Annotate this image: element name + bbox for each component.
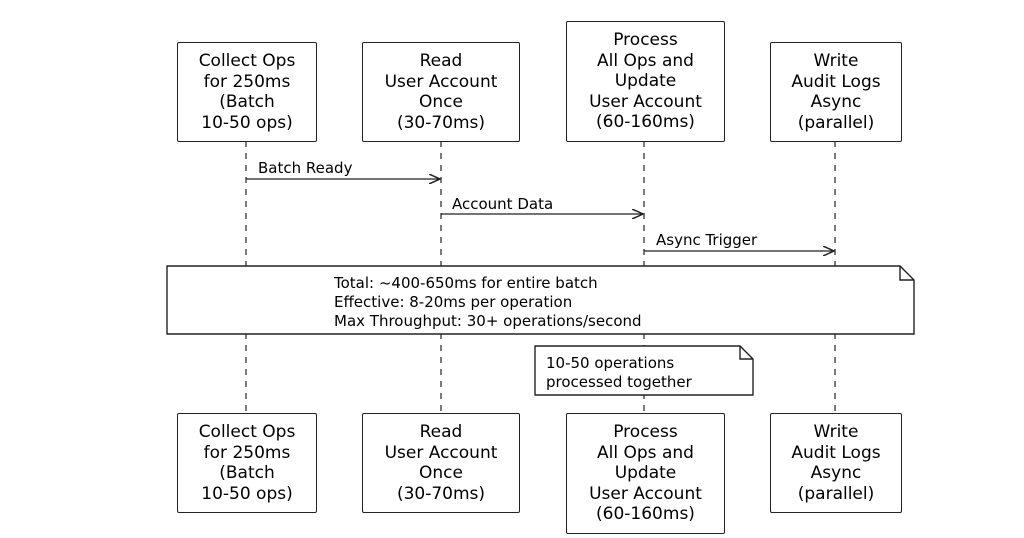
participant-process-bottom: Process All Ops and Update User Account …: [566, 413, 725, 534]
participant-process-top: Process All Ops and Update User Account …: [566, 21, 725, 142]
participant-line: User Account: [384, 442, 498, 463]
message-label-account-data: Account Data: [452, 195, 554, 213]
participant-line: Read: [419, 422, 463, 442]
participant-line: Process: [613, 30, 678, 51]
process-note-line: processed together: [546, 373, 692, 391]
participant-write-top: Write Audit Logs Async (parallel): [770, 42, 902, 142]
participant-line: (Batch: [219, 463, 275, 483]
participant-line: Audit Logs: [791, 71, 881, 92]
participant-line: for 250ms: [203, 442, 291, 463]
participant-line: 10-50 ops): [201, 112, 293, 133]
participant-line: All Ops and: [597, 442, 694, 463]
participant-line: (parallel): [797, 483, 875, 504]
participant-read-top: Read User Account Once (30-70ms): [362, 42, 520, 142]
participant-line: (Batch: [219, 92, 275, 112]
participant-line: Collect Ops: [198, 422, 296, 442]
participant-line: for 250ms: [203, 71, 291, 92]
participant-line: 10-50 ops): [201, 483, 293, 504]
process-note-line: 10-50 operations: [546, 354, 675, 372]
message-label-async-trigger: Async Trigger: [656, 231, 758, 249]
process-note: [534, 345, 754, 396]
participant-line: (30-70ms): [396, 112, 486, 133]
participant-line: Once: [419, 92, 463, 112]
message-label-batch-ready: Batch Ready: [258, 159, 353, 177]
process-note-text: 10-50 operations processed together: [546, 354, 692, 392]
participant-line: User Account: [589, 483, 702, 504]
participant-line: All Ops and: [597, 50, 694, 71]
participant-line: Write: [813, 422, 859, 442]
participant-line: (30-70ms): [396, 483, 486, 504]
summary-note-line: Total: ~400-650ms for entire batch: [334, 274, 598, 292]
participant-line: Write: [813, 51, 859, 71]
participant-collect-bottom: Collect Ops for 250ms (Batch 10-50 ops): [177, 413, 317, 513]
participant-line: Async: [810, 92, 862, 112]
participant-line: (60-160ms): [596, 112, 695, 133]
participant-line: Collect Ops: [198, 51, 296, 71]
summary-note: [166, 265, 915, 335]
participant-line: Read: [419, 51, 463, 71]
participant-line: Process: [613, 422, 678, 443]
summary-note-line: Effective: 8-20ms per operation: [334, 293, 573, 311]
participant-read-bottom: Read User Account Once (30-70ms): [362, 413, 520, 513]
participant-line: User Account: [589, 91, 702, 112]
participant-line: (60-160ms): [596, 504, 695, 525]
participant-write-bottom: Write Audit Logs Async (parallel): [770, 413, 902, 513]
participant-line: Audit Logs: [791, 442, 881, 463]
participant-line: User Account: [384, 71, 498, 92]
participant-line: Async: [810, 463, 862, 483]
participant-line: Once: [419, 463, 463, 483]
summary-note-line: Max Throughput: 30+ operations/second: [334, 312, 642, 330]
participant-line: (parallel): [797, 112, 875, 133]
summary-note-text: Total: ~400-650ms for entire batch Effec…: [334, 274, 642, 331]
participant-line: Update: [614, 71, 677, 92]
participant-line: Update: [614, 463, 677, 484]
participant-collect-top: Collect Ops for 250ms (Batch 10-50 ops): [177, 42, 317, 142]
